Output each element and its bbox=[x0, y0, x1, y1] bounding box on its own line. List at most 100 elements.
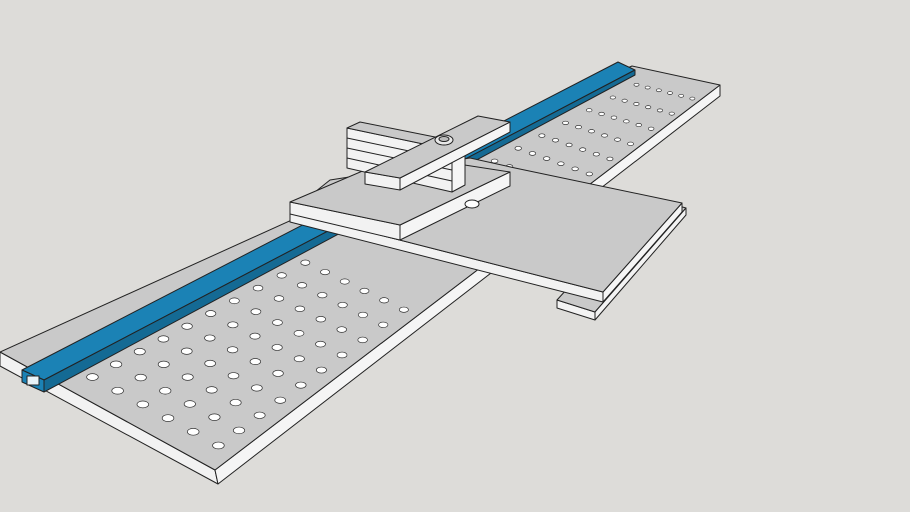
plate-hole bbox=[633, 82, 640, 87]
plate-hole bbox=[339, 278, 350, 285]
plate-hole bbox=[293, 355, 305, 363]
plate-hole bbox=[575, 125, 582, 130]
plate-hole bbox=[592, 152, 600, 157]
plate-hole bbox=[229, 398, 242, 407]
plate-hole bbox=[253, 411, 266, 419]
plate-hole bbox=[359, 287, 370, 294]
plate-hole bbox=[208, 413, 221, 421]
plate-hole bbox=[667, 91, 673, 95]
plate-hole bbox=[249, 358, 261, 366]
plate-hole bbox=[272, 319, 283, 326]
plate-hole bbox=[337, 301, 348, 309]
plate-hole bbox=[181, 347, 193, 355]
plate-hole bbox=[315, 366, 327, 374]
plate-hole bbox=[610, 115, 618, 120]
plate-hole bbox=[159, 387, 172, 395]
plate-hole bbox=[273, 295, 285, 302]
plate-hole bbox=[656, 108, 664, 113]
plate-hole bbox=[562, 120, 569, 125]
plate-hole bbox=[543, 156, 551, 161]
plate-hole bbox=[226, 346, 239, 354]
plate-hole bbox=[357, 311, 368, 319]
plate-hole bbox=[272, 369, 284, 377]
plate-hole bbox=[320, 269, 330, 276]
plate-hole bbox=[598, 111, 605, 116]
plate-hole bbox=[552, 138, 559, 143]
plate-hole bbox=[295, 381, 307, 389]
plate-hole bbox=[271, 344, 283, 351]
plate-hole bbox=[229, 297, 240, 305]
plate-hole bbox=[294, 305, 306, 312]
plate-hole bbox=[276, 272, 287, 279]
plate-hole bbox=[644, 85, 651, 90]
plate-hole bbox=[227, 321, 239, 329]
plate-hole bbox=[336, 351, 348, 359]
plate-hole bbox=[398, 306, 409, 313]
plate-hole bbox=[623, 119, 630, 124]
plate-hole bbox=[212, 441, 225, 450]
plate-hole bbox=[205, 386, 218, 394]
plate-hole bbox=[601, 133, 608, 138]
carriage-hole bbox=[464, 199, 480, 209]
plate-hole bbox=[251, 384, 263, 392]
plate-hole bbox=[315, 315, 327, 323]
plate-hole bbox=[378, 321, 389, 328]
plate-hole bbox=[317, 292, 328, 299]
plate-hole bbox=[579, 147, 587, 152]
plate-hole bbox=[181, 373, 194, 381]
plate-hole bbox=[647, 126, 655, 131]
plate-hole bbox=[86, 373, 99, 381]
plate-hole bbox=[181, 322, 193, 330]
plate-hole bbox=[187, 428, 200, 436]
plate-hole bbox=[157, 360, 170, 368]
plate-hole bbox=[635, 123, 642, 128]
plate-hole bbox=[621, 98, 628, 103]
sliding-carriage bbox=[289, 115, 687, 321]
plate-hole bbox=[249, 332, 261, 340]
plate-hole bbox=[528, 151, 537, 156]
plate-hole bbox=[227, 372, 240, 380]
plate-hole bbox=[689, 96, 696, 101]
plate-hole bbox=[571, 166, 579, 172]
arm-top bbox=[364, 115, 511, 179]
plate-hole bbox=[606, 156, 614, 162]
plate-hole bbox=[300, 259, 311, 266]
plate-hole bbox=[585, 171, 593, 177]
plate-hole bbox=[565, 142, 573, 148]
plate-hole bbox=[538, 133, 546, 138]
rail-slot bbox=[26, 375, 40, 386]
plate-hole bbox=[588, 129, 595, 134]
plate-hole bbox=[161, 414, 175, 422]
plate-hole bbox=[336, 326, 347, 333]
plate-hole bbox=[614, 137, 621, 142]
plate-hole bbox=[111, 386, 124, 395]
plate-hole bbox=[379, 297, 390, 304]
plate-hole bbox=[557, 161, 565, 166]
plate-hole bbox=[655, 88, 662, 93]
plate-hole bbox=[633, 102, 640, 106]
plate-hole bbox=[627, 141, 634, 146]
plate-hole bbox=[315, 340, 326, 348]
plate-hole bbox=[645, 105, 652, 110]
plate-hole bbox=[204, 334, 216, 342]
plate-hole bbox=[110, 360, 123, 369]
plate-hole bbox=[678, 93, 685, 98]
knob-center bbox=[438, 136, 450, 142]
plate-hole bbox=[274, 396, 286, 404]
plate-hole bbox=[609, 95, 616, 100]
plate-hole bbox=[157, 335, 170, 343]
plate-hole bbox=[357, 336, 368, 344]
plate-hole bbox=[133, 348, 146, 356]
plate-hole bbox=[586, 108, 593, 113]
plate-hole bbox=[204, 359, 216, 367]
plate-hole bbox=[296, 282, 308, 289]
plate-hole bbox=[293, 330, 305, 337]
hole-grid bbox=[86, 82, 696, 450]
plate-hole bbox=[514, 146, 522, 151]
plate-hole bbox=[668, 111, 675, 116]
plate-hole bbox=[136, 400, 150, 409]
plate-hole bbox=[183, 400, 196, 408]
plate-hole bbox=[252, 284, 264, 292]
plate-hole bbox=[250, 308, 262, 315]
